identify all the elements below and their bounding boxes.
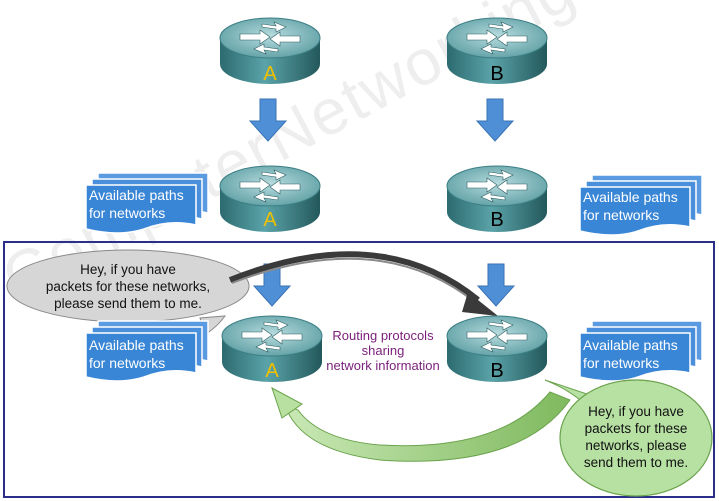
paths-text-a-middle: Available paths for networks [89,186,184,222]
router-a-middle-label: A [263,209,277,231]
bubble-a-text: Hey, if you have packets for these netwo… [28,261,228,312]
scene-frame [3,241,715,498]
bubble-b-text: Hey, if you have packets for these netwo… [568,403,704,471]
bubble-a-line2: packets for these networks, [45,279,211,294]
curved-arrow-dark [228,251,498,316]
router-a-top-label: A [263,63,277,85]
paths-text-b-middle: Available paths for networks [583,188,678,224]
paths-text-a-bottom: Available paths for networks [89,336,184,372]
paths-line1: Available paths [583,337,678,353]
arrow-down-b-1 [476,98,514,142]
bubble-b-line4: send them to me. [583,455,689,470]
bubble-b-line2: packets for these [584,421,688,436]
router-b-bottom-label: B [490,360,504,382]
bubble-b-line3: networks, please [585,438,687,453]
router-b-top-label: B [490,63,504,85]
bubble-b-shape [544,379,713,497]
arrow-down-a-1 [249,98,287,142]
bubble-a-line3: please send them to me. [54,296,202,311]
paths-line2: for networks [583,355,660,371]
curved-arrow-green [271,386,571,462]
paths-line1: Available paths [89,337,184,353]
routing-protocol-label: Routing protocols sharing network inform… [318,328,448,373]
paths-line1: Available paths [89,187,184,203]
protocol-line2: sharing [361,343,405,358]
paths-text-b-bottom: Available paths for networks [583,336,678,372]
bubble-b-line1: Hey, if you have [588,404,684,419]
paths-line2: for networks [583,207,660,223]
router-a-bottom-label: A [265,360,279,382]
protocol-line1: Routing protocols [332,328,434,343]
arrow-down-b-2 [477,263,515,307]
paths-line1: Available paths [583,189,678,205]
paths-line2: for networks [89,205,166,221]
router-b-middle-label: B [490,209,504,231]
paths-line2: for networks [89,355,166,371]
protocol-line3: network information [326,358,440,373]
bubble-a-line1: Hey, if you have [80,262,176,277]
